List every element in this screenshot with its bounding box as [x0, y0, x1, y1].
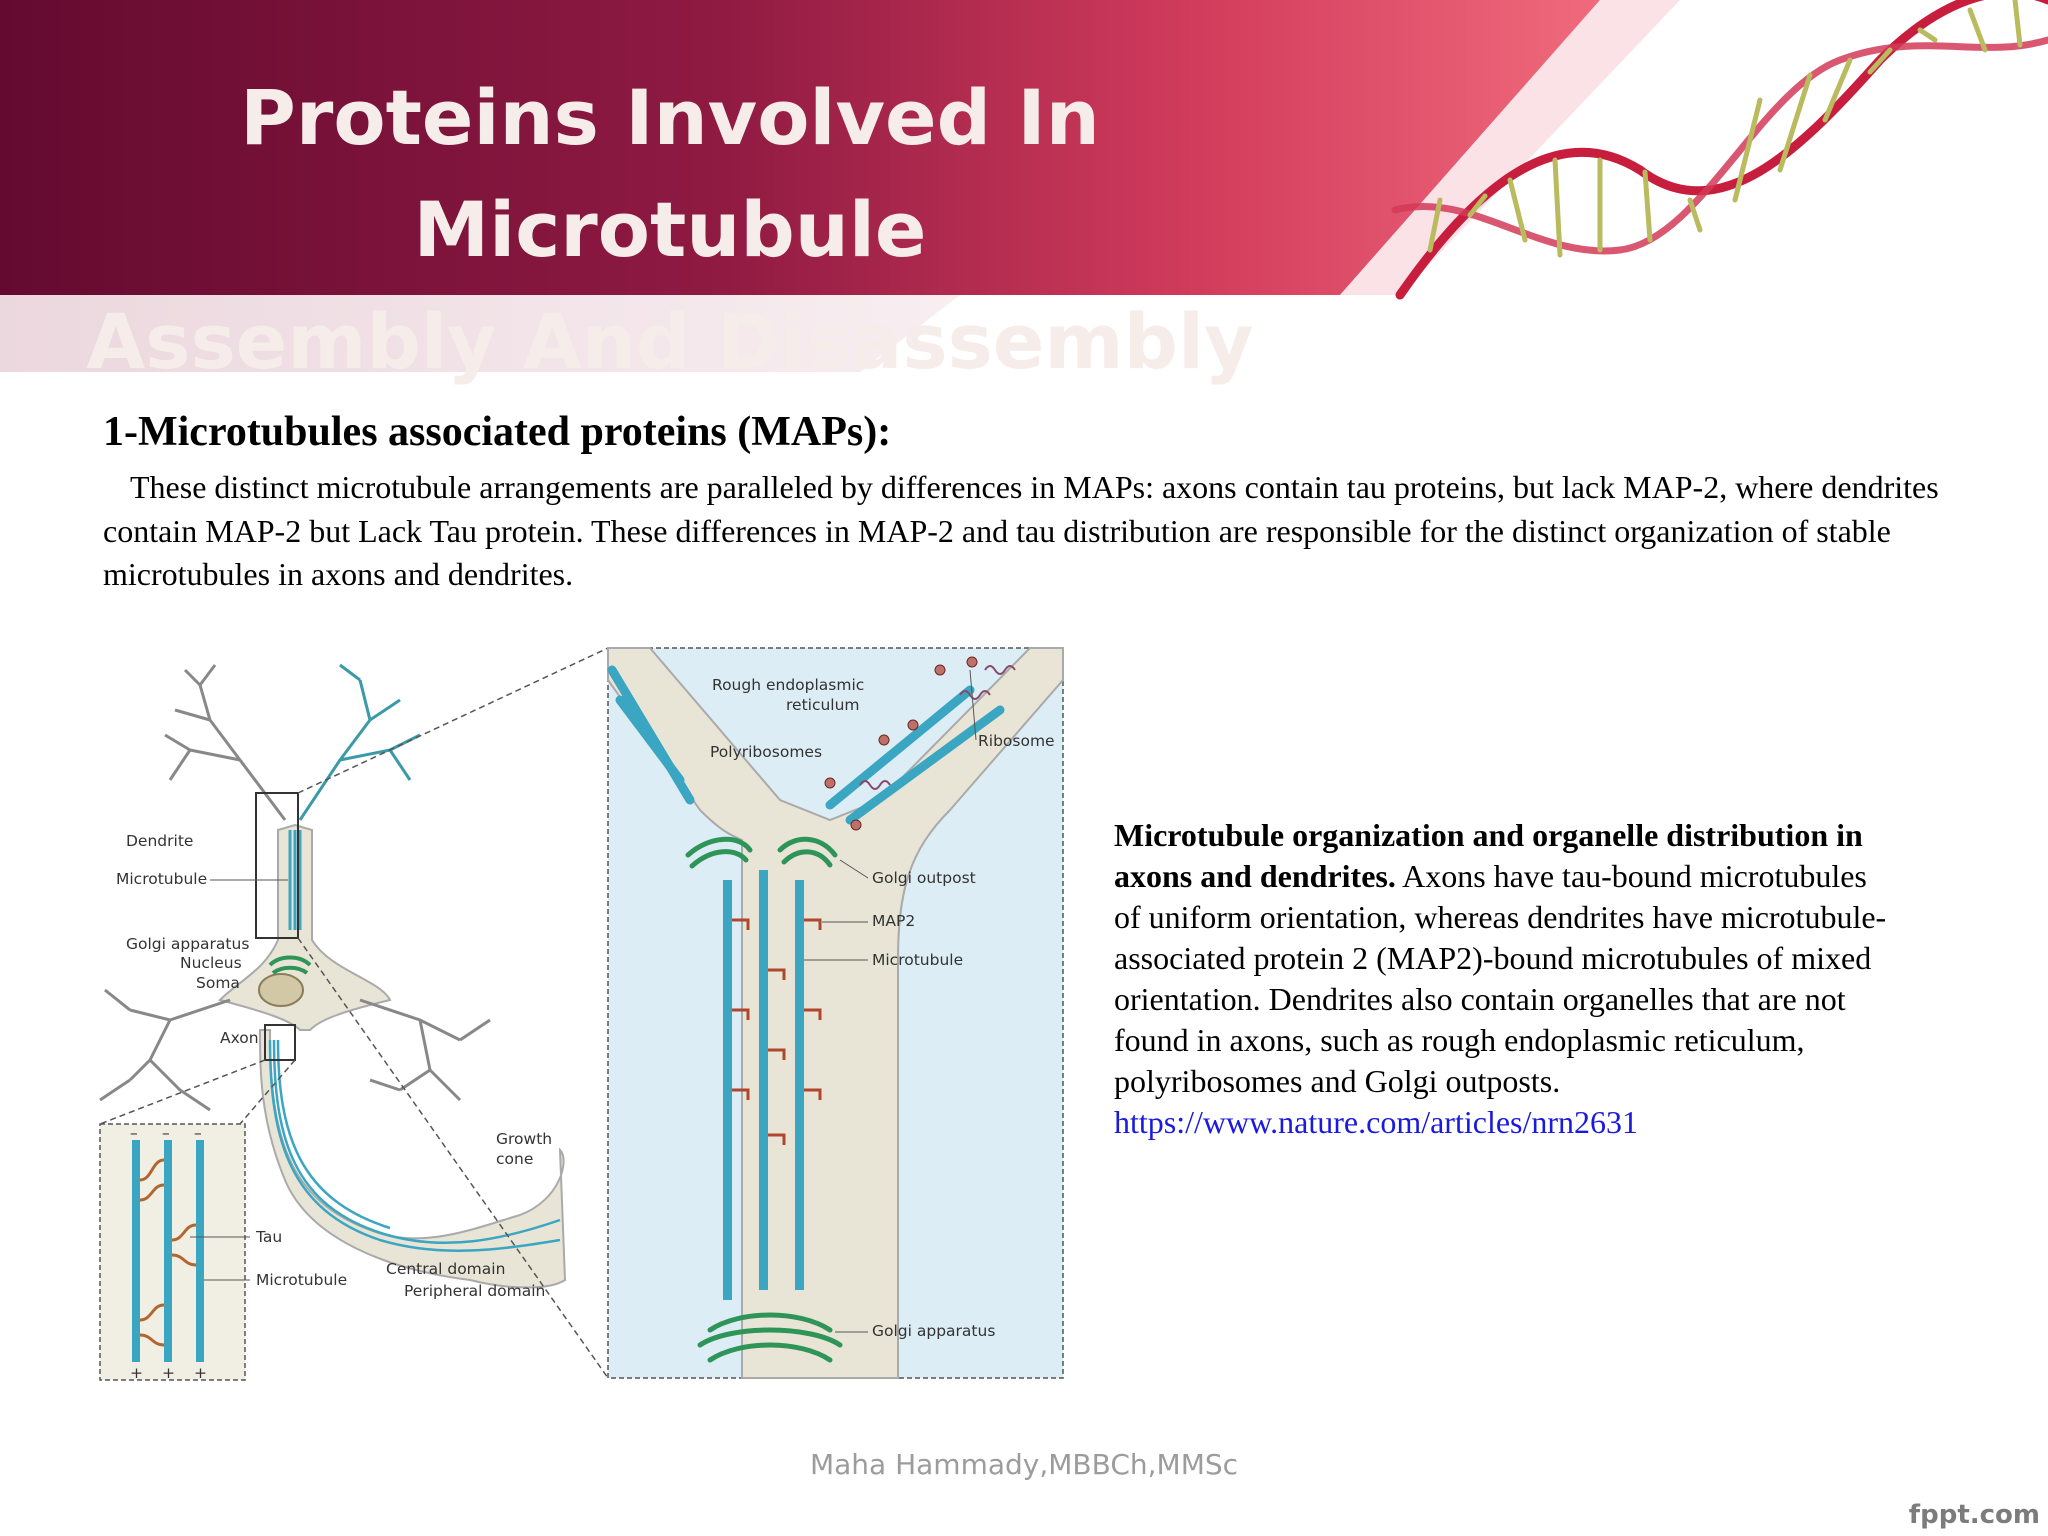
label-golgi-outpost: Golgi outpost: [872, 869, 976, 887]
brand-watermark: fppt.com: [1908, 1500, 2040, 1530]
caption-text: Axons have tau-bound microtubules of uni…: [1114, 858, 1887, 1099]
inset-plus-2: +: [162, 1364, 175, 1382]
label-golgi-apparatus-dendrite: Golgi apparatus: [872, 1322, 995, 1340]
label-microtubule-axon: Microtubule: [256, 1271, 347, 1289]
label-dendrite: Dendrite: [126, 832, 193, 850]
dna-helix-icon: [1391, 0, 2048, 300]
body-paragraph: These distinct microtubule arrangements …: [103, 469, 1939, 592]
slide-title: Proteins Involved In Microtubule Assembl…: [0, 62, 1340, 398]
inset-plus-1: +: [130, 1364, 143, 1382]
label-microtubule: Microtubule: [116, 870, 207, 888]
label-central-domain: Central domain: [386, 1260, 505, 1278]
title-line-1: Proteins Involved In Microtubule: [240, 73, 1100, 274]
label-polyribosomes: Polyribosomes: [710, 743, 822, 761]
label-rough-er-1: Rough endoplasmic: [712, 676, 864, 694]
caption-link[interactable]: https://www.nature.com/articles/nrn2631: [1114, 1104, 1639, 1140]
label-ribosome: Ribosome: [978, 732, 1055, 750]
label-peripheral-domain: Peripheral domain: [404, 1282, 545, 1300]
label-soma: Soma: [196, 974, 240, 992]
dendrite-inset: Rough endoplasmic reticulum Polyribosome…: [607, 647, 1064, 1379]
section-heading: 1-Microtubules associated proteins (MAPs…: [103, 409, 892, 455]
neuron-figure: Dendrite Microtubule Golgi apparatus Nuc…: [99, 647, 1064, 1382]
label-growth-cone-1: Growth: [496, 1130, 552, 1148]
title-line-2: Assembly And Disassembly: [86, 297, 1254, 386]
label-microtubule-dendrite: Microtubule: [872, 951, 963, 969]
label-growth-cone-2: cone: [496, 1150, 533, 1168]
label-tau: Tau: [255, 1228, 282, 1246]
title-banner: [0, 0, 2048, 372]
inset-minus-2: –: [162, 1124, 170, 1142]
label-golgi-apparatus: Golgi apparatus: [126, 935, 249, 953]
label-axon: Axon: [220, 1029, 259, 1047]
axon-inset: – – – + + + Tau Microtubule: [99, 1123, 347, 1382]
overview-labels: Dendrite Microtubule Golgi apparatus Nuc…: [116, 832, 552, 1300]
inset-minus-1: –: [130, 1124, 138, 1142]
figure-caption: Microtubule organization and organelle d…: [1114, 815, 1894, 1143]
label-rough-er-2: reticulum: [786, 696, 860, 714]
inset-minus-3: –: [194, 1124, 202, 1142]
caption-bold: Microtubule organization and organelle d…: [1114, 817, 1863, 894]
label-map2: MAP2: [872, 912, 915, 930]
label-nucleus: Nucleus: [180, 954, 242, 972]
neuron-overview: [99, 647, 609, 1379]
footer-author: Maha Hammady,MBBCh,MMSc: [809, 1448, 1239, 1481]
inset-plus-3: +: [194, 1364, 207, 1382]
